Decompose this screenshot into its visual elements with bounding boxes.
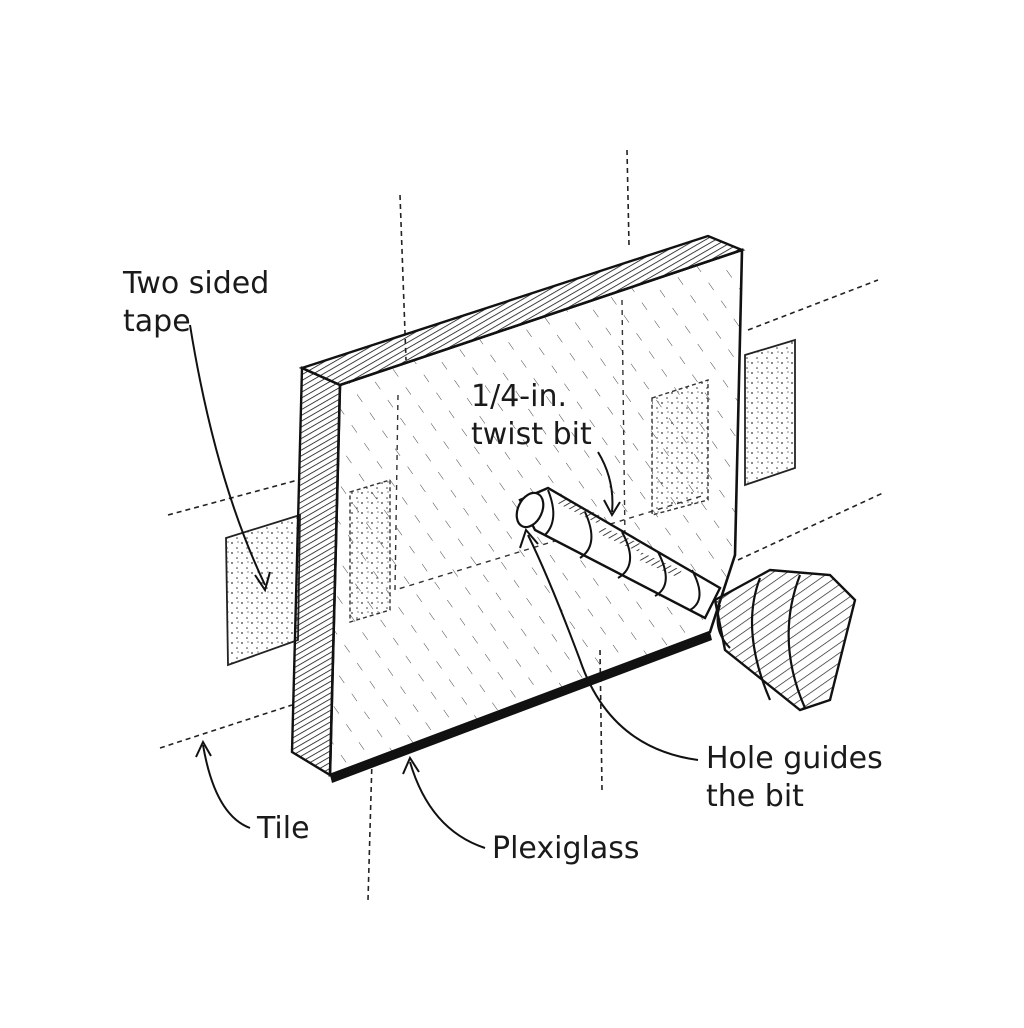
tape-label-line1: Two sided xyxy=(123,266,270,301)
plexiglass-label: Plexiglass xyxy=(492,830,639,868)
leader-arrows xyxy=(189,324,699,849)
tape-label: Two sided tape xyxy=(123,265,269,341)
tile-leader xyxy=(202,744,251,829)
twist-bit-label: 1/4-in. twist bit xyxy=(471,378,592,454)
plexiglass-leader xyxy=(409,761,486,849)
tile-label-text: Tile xyxy=(257,811,310,846)
twist-drill-bit xyxy=(515,486,722,620)
twist-bit-label-line2: twist bit xyxy=(471,417,592,452)
tape-leader xyxy=(189,324,266,586)
tile-grout-lines xyxy=(159,149,886,901)
hole-leader xyxy=(527,534,699,761)
tile-label: Tile xyxy=(257,810,310,848)
hole-guides-label: Hole guides the bit xyxy=(706,740,883,816)
hole-guides-label-line2: the bit xyxy=(706,779,804,814)
drill-chuck xyxy=(713,568,857,712)
hole-guides-label-line1: Hole guides xyxy=(706,741,883,776)
tape-label-line2: tape xyxy=(123,304,191,339)
twist-bit-label-line1: 1/4-in. xyxy=(471,379,567,414)
plexiglass-label-text: Plexiglass xyxy=(492,831,640,866)
bit-leader xyxy=(597,451,614,513)
